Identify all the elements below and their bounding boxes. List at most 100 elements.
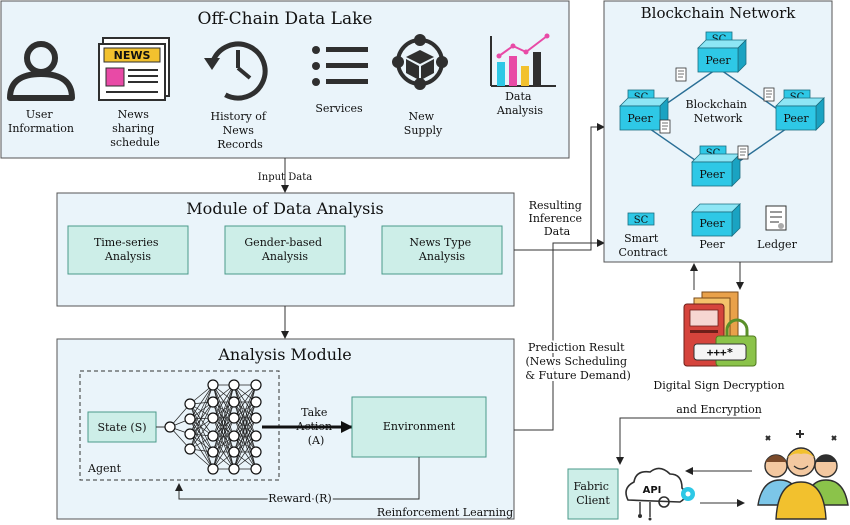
- network-edge: [189, 403, 214, 453]
- peer-node: SC Peer: [691, 145, 741, 187]
- time-series-label: Time-series Analysis: [94, 236, 162, 263]
- network-node: [207, 430, 219, 442]
- network-edge: [212, 435, 235, 470]
- network-edge: [233, 401, 257, 470]
- digital-sign-label-2: and Encryption: [676, 403, 762, 416]
- peer-label: Peer: [699, 168, 725, 181]
- legend-ledger-label: Ledger: [757, 238, 797, 251]
- legend-smart-contract-label: Smart Contract: [619, 232, 669, 259]
- network-node: [184, 413, 196, 425]
- peer-label: Peer: [705, 54, 731, 67]
- bar-chart-icon: [490, 33, 556, 87]
- network-node: [184, 428, 196, 440]
- network-edge: [233, 435, 257, 470]
- network-edge: [212, 417, 235, 470]
- network-node: [250, 396, 262, 408]
- inference-connector: Resulting Inference Data: [514, 123, 605, 251]
- prediction-connector: Prediction Result (News Scheduling & Fut…: [514, 239, 633, 431]
- peer-label: Peer: [627, 112, 653, 125]
- network-node: [207, 396, 219, 408]
- network-edge: [189, 403, 214, 437]
- sparkle-icon: [765, 430, 837, 441]
- network-edge: [189, 384, 214, 450]
- time-series-box: [67, 225, 189, 275]
- api-cloud-icon: API: [625, 467, 687, 521]
- data-lake-title: Off-Chain Data Lake: [198, 9, 373, 29]
- resulting-inference-label: Resulting Inference Data: [528, 199, 585, 238]
- network-cube-icon: [392, 34, 448, 90]
- network-node: [164, 421, 176, 433]
- network-node: [207, 446, 219, 458]
- neural-network-icon: [164, 379, 262, 475]
- users-group-icon: [757, 430, 849, 520]
- network-edge: [212, 401, 235, 470]
- input-data-connector: Input Data: [258, 158, 312, 193]
- network-node: [250, 412, 262, 424]
- network-node: [207, 463, 219, 475]
- agent-label: Agent: [87, 462, 122, 475]
- legend-peer-inner: Peer: [699, 217, 725, 230]
- blockchain-title: Blockchain Network: [641, 4, 797, 22]
- network-node: [228, 412, 240, 424]
- smart-contract-badge-label: SC: [634, 92, 649, 103]
- analysis-module-panel: Analysis Module Agent State (S) Take Act…: [56, 338, 515, 520]
- state-label: State (S): [97, 421, 146, 434]
- news-type-box: [381, 225, 503, 275]
- network-node: [250, 379, 262, 391]
- network-node: [207, 379, 219, 391]
- network-edge: [212, 384, 235, 437]
- network-edge: [233, 384, 257, 419]
- network-edge: [189, 401, 214, 450]
- legend-sc-badge: SC: [634, 215, 649, 226]
- network-node: [250, 463, 262, 475]
- fabric-client-box: [567, 468, 619, 520]
- blockchain-panel: Blockchain Network Blockchain Network SC…: [603, 0, 833, 263]
- data-lake-panel: Off-Chain Data Lake NEWS: [0, 0, 570, 159]
- network-node: [228, 396, 240, 408]
- newspaper-icon-text: NEWS: [114, 49, 151, 62]
- ledger-doc-icon: [675, 67, 687, 82]
- lake-item-label-user: User Information: [8, 108, 74, 135]
- network-node: [228, 430, 240, 442]
- data-analysis-panel: Module of Data Analysis Time-series Anal…: [56, 192, 515, 307]
- network-edge: [233, 417, 257, 470]
- fabric-client-panel: Fabric Client API: [567, 467, 752, 521]
- lake-item-label-analysis: Data Analysis: [496, 90, 543, 117]
- reward-label: Reward (R): [268, 492, 331, 505]
- network-edge: [189, 384, 214, 435]
- analysis-module-title: Analysis Module: [217, 345, 351, 364]
- network-node: [184, 443, 196, 455]
- reinforcement-learning-label: Reinforcement Learning: [377, 506, 513, 519]
- network-node: [228, 446, 240, 458]
- lake-item-label-supply: New Supply: [404, 110, 443, 137]
- lock-code-text: +++*: [707, 346, 734, 359]
- network-edge: [189, 418, 214, 453]
- digital-sign-label-1: Digital Sign Decryption: [653, 379, 784, 392]
- network-edge: [189, 417, 214, 450]
- action-label: Take Action (A): [295, 406, 335, 447]
- network-edge: [233, 384, 257, 437]
- network-node: [228, 379, 240, 391]
- lake-item-label-services: Services: [315, 102, 363, 115]
- ledger-doc-icon: [763, 87, 775, 102]
- peer-node: SC Peer: [619, 89, 669, 131]
- ledger-doc-icon: [737, 145, 749, 160]
- reward-arrow: [175, 457, 420, 500]
- network-node: [184, 398, 196, 410]
- list-icon: [312, 46, 368, 86]
- network-edge: [212, 384, 235, 453]
- gender-based-label: Gender-based Analysis: [244, 236, 325, 263]
- smart-contract-badge-label: SC: [706, 148, 721, 159]
- network-edge: [189, 418, 214, 470]
- blockchain-center-label: Blockchain Network: [686, 98, 751, 125]
- network-node: [228, 463, 240, 475]
- gender-based-box: [224, 225, 346, 275]
- lake-item-label-history: History of News Records: [211, 110, 270, 151]
- sign-to-client-arrow: [616, 417, 760, 465]
- network-edge: [189, 433, 214, 470]
- network-edge: [189, 384, 214, 420]
- history-clock-icon: [204, 41, 268, 101]
